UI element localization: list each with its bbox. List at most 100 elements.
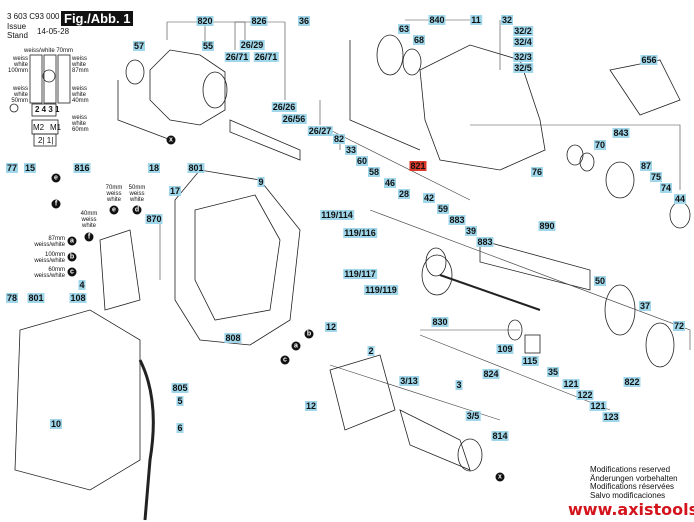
- part-label-814[interactable]: 814: [491, 431, 509, 441]
- part-label-890[interactable]: 890: [538, 221, 556, 231]
- part-label-55[interactable]: 55: [201, 41, 215, 51]
- part-label-801[interactable]: 801: [27, 293, 45, 303]
- part-label-15[interactable]: 15: [23, 163, 37, 173]
- part-label-2[interactable]: 2: [367, 346, 375, 356]
- part-label-119-119[interactable]: 119/119: [364, 285, 398, 295]
- part-label-883[interactable]: 883: [448, 215, 466, 225]
- part-label-60[interactable]: 60: [355, 156, 369, 166]
- part-label-50[interactable]: 50: [593, 276, 607, 286]
- wire-87: 87mm weiss/white: [34, 236, 65, 248]
- part-label-115[interactable]: 115: [521, 356, 539, 366]
- part-label-26-27[interactable]: 26/27: [307, 126, 333, 136]
- mod-fr: Modifications réservées: [590, 482, 675, 491]
- part-label-36[interactable]: 36: [297, 16, 311, 26]
- part-label-4[interactable]: 4: [78, 280, 86, 290]
- part-label-35[interactable]: 35: [546, 367, 560, 377]
- connection-marker-b: b: [304, 329, 314, 339]
- part-label-3-5[interactable]: 3/5: [465, 411, 481, 421]
- wire-right2: weiss white 40mm: [72, 86, 89, 104]
- part-label-121[interactable]: 121: [562, 379, 580, 389]
- part-label-121[interactable]: 121: [589, 401, 607, 411]
- part-label-808[interactable]: 808: [224, 333, 242, 343]
- part-label-5[interactable]: 5: [176, 396, 184, 406]
- motor-housing-part: [174, 169, 301, 346]
- part-label-46[interactable]: 46: [383, 178, 397, 188]
- part-label-18[interactable]: 18: [147, 163, 161, 173]
- part-label-26-56[interactable]: 26/56: [281, 114, 307, 124]
- part-label-119-114[interactable]: 119/114: [320, 210, 354, 220]
- part-label-824[interactable]: 824: [482, 369, 500, 379]
- part-label-32-4[interactable]: 32/4: [513, 37, 533, 47]
- part-label-87[interactable]: 87: [639, 161, 653, 171]
- part-label-32[interactable]: 32: [500, 15, 514, 25]
- part-label-816[interactable]: 816: [73, 163, 91, 173]
- part-label-82[interactable]: 82: [332, 134, 346, 144]
- part-label-119-116[interactable]: 119/116: [343, 228, 377, 238]
- part-label-119-117[interactable]: 119/117: [343, 269, 377, 279]
- part-label-10[interactable]: 10: [49, 419, 63, 429]
- part-label-843[interactable]: 843: [612, 128, 630, 138]
- connection-marker-e: e: [109, 205, 119, 215]
- part-label-12[interactable]: 12: [324, 322, 338, 332]
- part-label-820[interactable]: 820: [196, 16, 214, 26]
- part-label-26-26[interactable]: 26/26: [271, 102, 297, 112]
- part-label-11[interactable]: 11: [470, 15, 482, 25]
- issue-date: 14-05-28: [37, 27, 70, 36]
- part-label-26-71[interactable]: 26/71: [224, 52, 250, 62]
- part-number: 3 603 C93 000: [7, 12, 60, 21]
- part-label-76[interactable]: 76: [530, 167, 544, 177]
- part-label-826[interactable]: 826: [250, 16, 268, 26]
- part-label-32-3[interactable]: 32/3: [513, 52, 533, 62]
- connection-marker-x: x: [495, 472, 505, 482]
- part-label-72[interactable]: 72: [672, 321, 686, 331]
- gear-housing-part: [117, 49, 228, 141]
- part-label-63[interactable]: 63: [397, 24, 411, 34]
- part-label-75[interactable]: 75: [649, 172, 663, 182]
- part-label-9[interactable]: 9: [257, 177, 265, 187]
- part-label-39[interactable]: 39: [464, 226, 478, 236]
- part-label-883[interactable]: 883: [476, 237, 494, 247]
- part-label-6[interactable]: 6: [176, 423, 184, 433]
- part-label-74[interactable]: 74: [659, 183, 673, 193]
- part-label-3-13[interactable]: 3/13: [399, 376, 419, 386]
- part-label-42[interactable]: 42: [422, 193, 436, 203]
- mod-de: Änderungen vorbehalten: [590, 473, 678, 483]
- part-label-805[interactable]: 805: [171, 383, 189, 393]
- part-label-44[interactable]: 44: [673, 194, 687, 204]
- part-label-12[interactable]: 12: [304, 401, 318, 411]
- part-label-32-2[interactable]: 32/2: [513, 26, 533, 36]
- part-label-123[interactable]: 123: [602, 412, 620, 422]
- part-label-656[interactable]: 656: [640, 55, 658, 65]
- figure-title: Fig./Abb. 1: [61, 11, 134, 26]
- part-label-70[interactable]: 70: [593, 140, 607, 150]
- issue-label: Issue Stand: [7, 22, 28, 40]
- part-label-28[interactable]: 28: [397, 189, 411, 199]
- part-label-26-29[interactable]: 26/29: [239, 40, 265, 50]
- part-label-830[interactable]: 830: [431, 317, 449, 327]
- part-label-870[interactable]: 870: [145, 214, 163, 224]
- part-label-840[interactable]: 840: [428, 15, 446, 25]
- part-label-821[interactable]: 821: [409, 161, 427, 171]
- part-label-822[interactable]: 822: [623, 377, 641, 387]
- part-label-109[interactable]: 109: [496, 344, 514, 354]
- connection-marker-c: c: [280, 355, 290, 365]
- part-label-59[interactable]: 59: [436, 204, 450, 214]
- part-label-57[interactable]: 57: [132, 41, 146, 51]
- connection-marker-f: f: [51, 199, 61, 209]
- part-label-58[interactable]: 58: [367, 167, 381, 177]
- part-label-32-5[interactable]: 32/5: [513, 63, 533, 73]
- part-label-17[interactable]: 17: [168, 186, 182, 196]
- part-label-3[interactable]: 3: [455, 380, 463, 390]
- part-label-108[interactable]: 108: [69, 293, 87, 303]
- part-label-78[interactable]: 78: [5, 293, 19, 303]
- part-label-801[interactable]: 801: [187, 163, 205, 173]
- part-label-37[interactable]: 37: [638, 301, 652, 311]
- part-label-33[interactable]: 33: [344, 145, 358, 155]
- website-link[interactable]: www.axistools.ru: [568, 500, 694, 519]
- part-label-68[interactable]: 68: [412, 35, 426, 45]
- part-label-122[interactable]: 122: [576, 390, 594, 400]
- motor-m1: M1: [50, 123, 62, 132]
- part-label-77[interactable]: 77: [5, 163, 19, 173]
- part-label-26-71[interactable]: 26/71: [253, 52, 279, 62]
